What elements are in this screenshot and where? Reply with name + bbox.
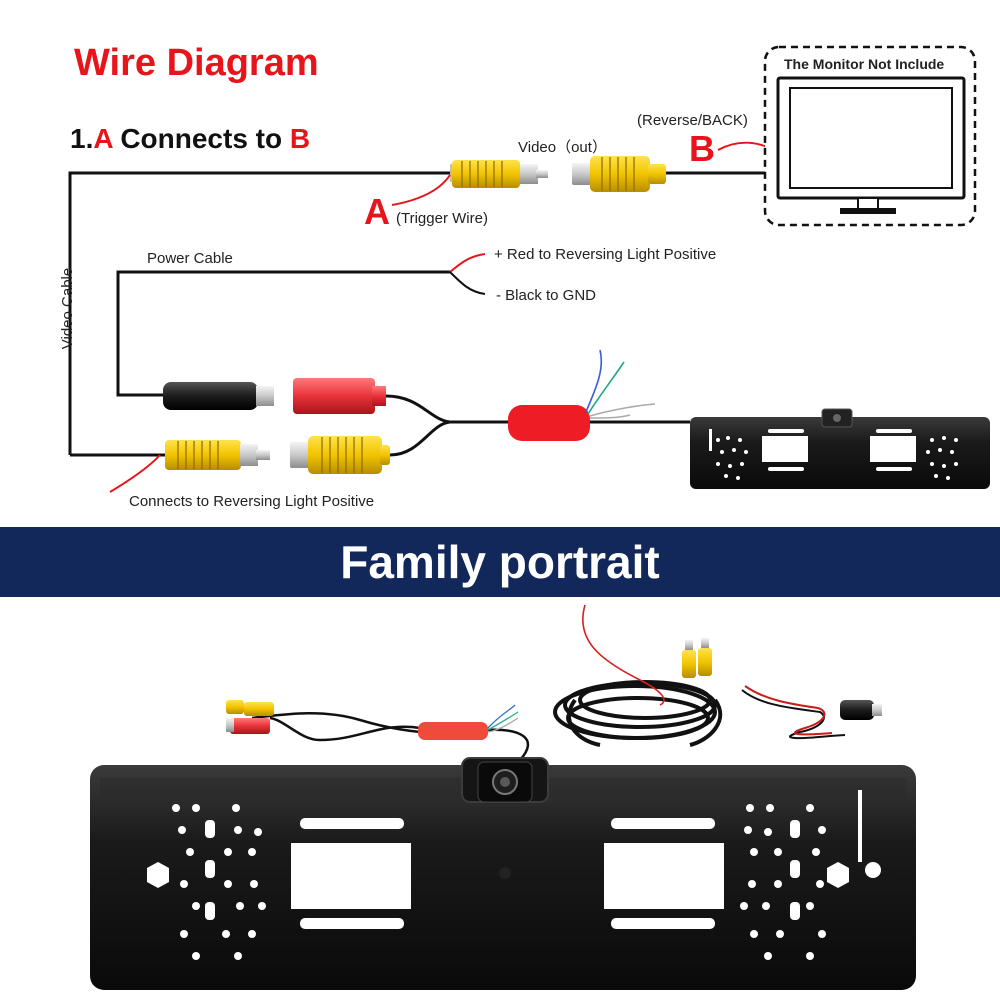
- dc-power-plug: [163, 382, 274, 410]
- step-letter-b: B: [289, 123, 311, 154]
- step-prefix: 1.: [70, 123, 94, 154]
- trigger-thin-wires: [585, 349, 656, 419]
- video-out-label: Video（out）: [518, 139, 607, 156]
- y-split-cable: [385, 394, 690, 457]
- monitor-illustration: [763, 45, 977, 227]
- extension-red-wire: [582, 604, 665, 706]
- banner-title: Family portrait: [340, 536, 660, 588]
- reverse-back-label: (Reverse/BACK): [637, 112, 748, 129]
- marker-b: B: [689, 128, 715, 169]
- step-middle-text: Connects to: [112, 123, 290, 154]
- camera-thin-wires: [487, 704, 519, 733]
- extension-rca-plugs: [682, 638, 712, 678]
- step-heading: 1.A Connects to B: [70, 123, 310, 155]
- video-cable-wire: [68, 171, 765, 457]
- camera-inline-module: [418, 722, 488, 740]
- family-portrait-banner: Family portrait: [0, 527, 1000, 597]
- rca-connector-a: [450, 160, 548, 188]
- black-gnd-label: - Black to GND: [496, 287, 597, 304]
- pointer-lines: [109, 141, 779, 493]
- trigger-wire-label: (Trigger Wire): [396, 210, 488, 227]
- red-power-socket: [293, 378, 386, 414]
- red-inline-module: [508, 405, 590, 441]
- power-split-wires: [449, 253, 486, 295]
- rca-female-top: [572, 156, 666, 192]
- rca-female-bottom: [290, 436, 390, 474]
- marker-a: A: [364, 191, 390, 232]
- diagram-title: Wire Diagram: [74, 42, 319, 84]
- monitor-label: The Monitor Not Include: [784, 56, 945, 72]
- license-plate-frame-large: [90, 757, 916, 990]
- red-positive-label: + Red to Reversing Light Positive: [494, 246, 717, 263]
- rca-male-bottom: [165, 440, 270, 470]
- connects-reversing-label: Connects to Reversing Light Positive: [129, 493, 375, 510]
- camera-cable-rca: [226, 700, 274, 734]
- step-letter-a: A: [93, 123, 113, 154]
- power-cable-label: Power Cable: [147, 250, 233, 267]
- power-cable-item: [741, 685, 882, 740]
- extension-cable-bundle: [553, 680, 723, 747]
- video-cable-label: Video Cable: [59, 267, 77, 350]
- license-plate-frame-small: [690, 408, 990, 489]
